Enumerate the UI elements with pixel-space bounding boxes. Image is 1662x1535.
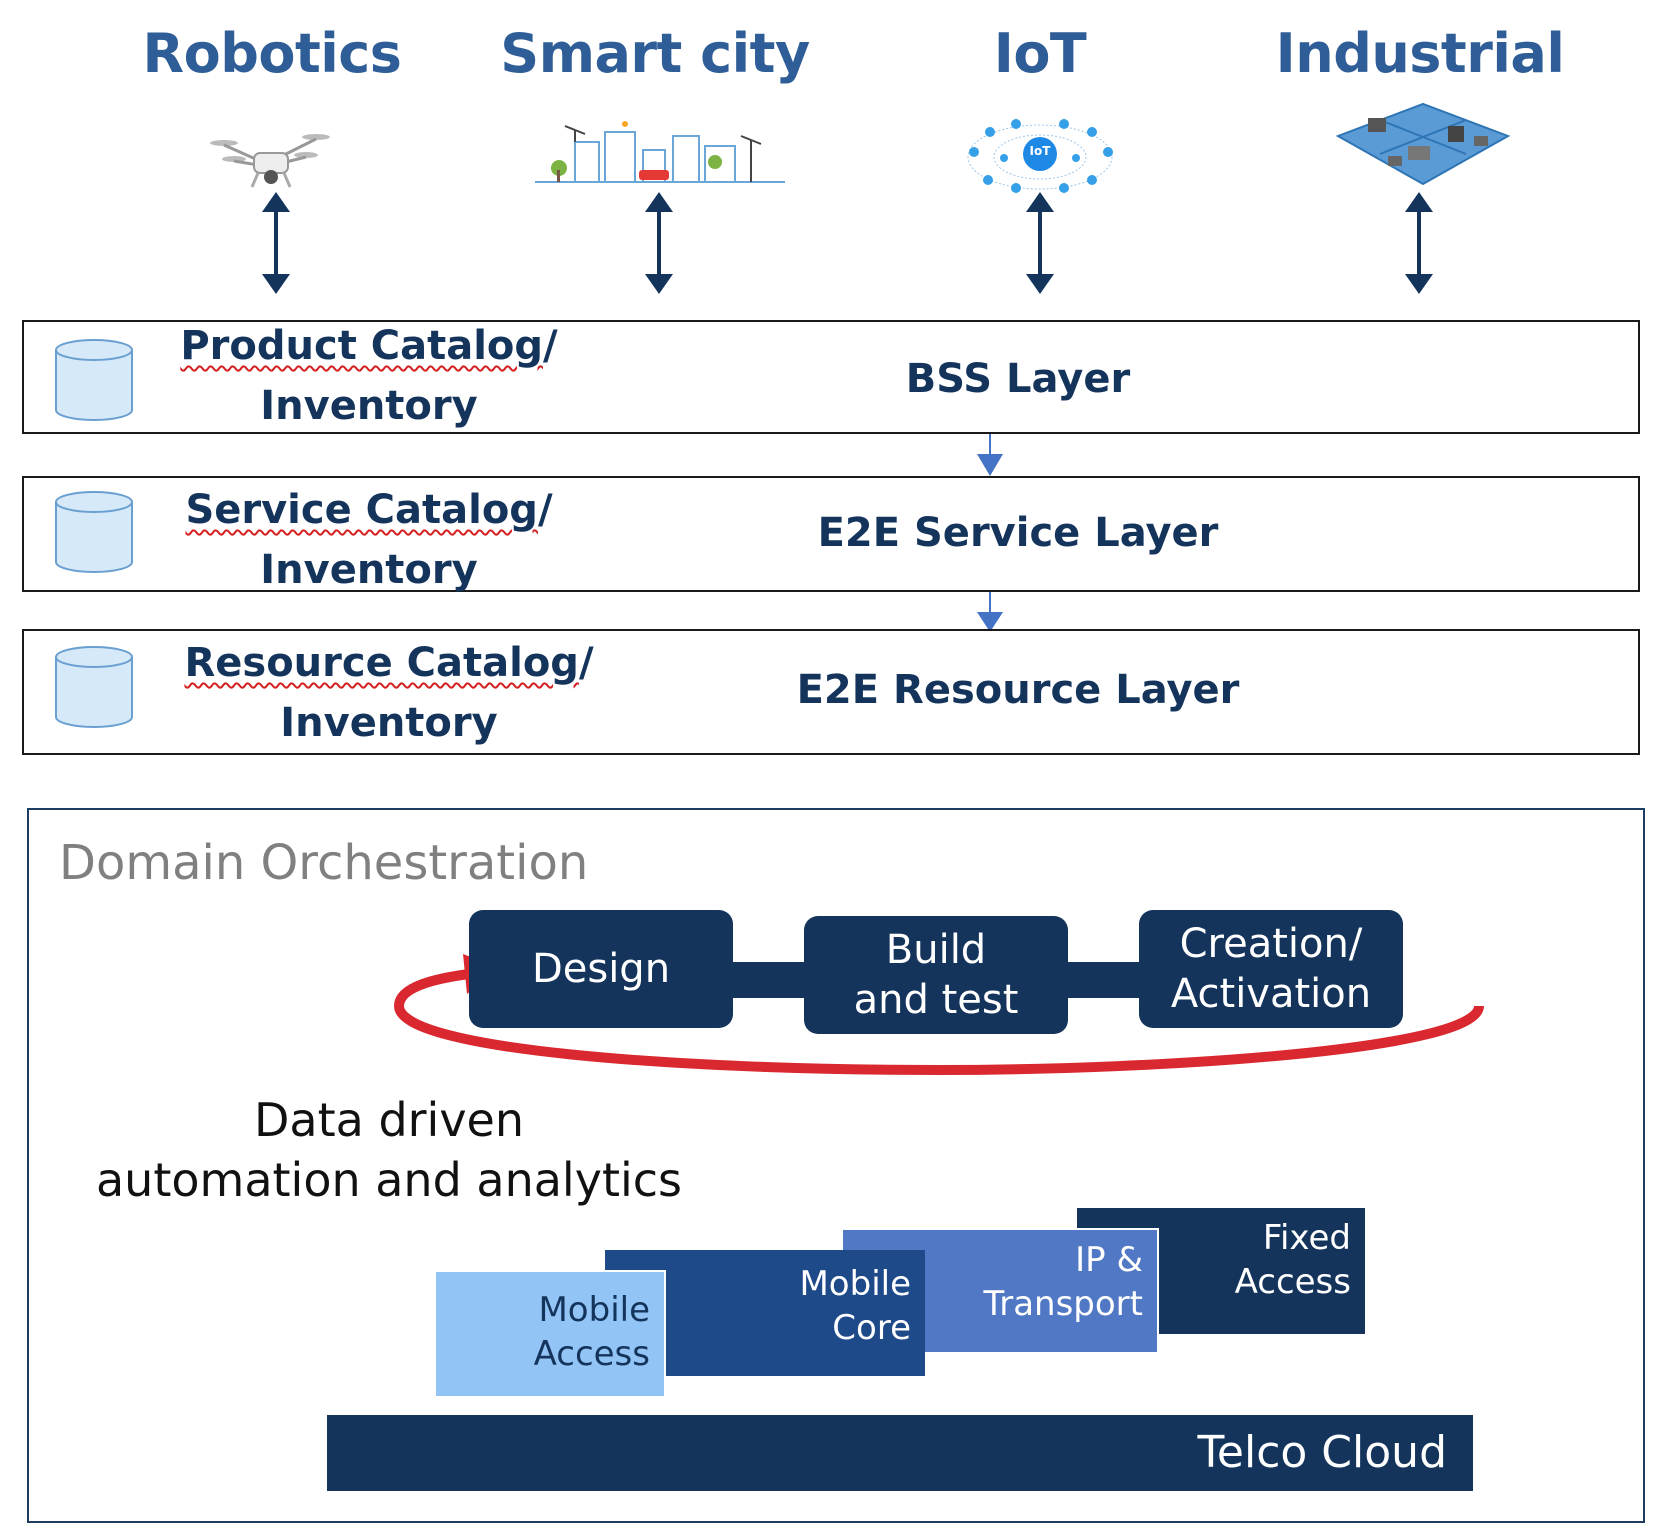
step-label-line2: Activation bbox=[1170, 971, 1372, 1017]
telco-cloud-bar: Telco Cloud bbox=[327, 1415, 1473, 1491]
database-icon bbox=[55, 339, 133, 421]
iot-network-icon: IoT bbox=[960, 118, 1120, 201]
tile-line2: Transport bbox=[983, 1284, 1143, 1324]
category-title: IoT bbox=[993, 22, 1087, 85]
category-title: Smart city bbox=[500, 22, 810, 85]
tile-line2: Access bbox=[533, 1334, 650, 1374]
tile-line1: Mobile bbox=[799, 1264, 911, 1304]
catalog-name: Service Catalog bbox=[185, 487, 538, 533]
step-label: Design bbox=[531, 946, 671, 992]
layer-name: BSS Layer bbox=[905, 356, 1131, 402]
analytics-line2: automation and analytics bbox=[95, 1153, 683, 1207]
tile-line1: Fixed bbox=[1262, 1218, 1351, 1258]
down-arrow-icon bbox=[977, 592, 1003, 632]
step-label-line1: Build bbox=[885, 927, 987, 973]
bidirectional-arrow-icon bbox=[1026, 192, 1054, 294]
e2e-service-layer-box: Service Catalog/ Inventory E2E Service L… bbox=[22, 476, 1640, 593]
layer-name: E2E Resource Layer bbox=[796, 667, 1240, 713]
bidirectional-arrow-icon bbox=[645, 192, 673, 294]
product-catalog-label: Product Catalog/ Inventory bbox=[144, 316, 594, 436]
tile-mobile-access: Mobile Access bbox=[434, 1270, 666, 1398]
tile-line1: IP & bbox=[1075, 1240, 1143, 1280]
bidirectional-arrow-icon bbox=[262, 192, 290, 294]
city-skyline-icon bbox=[535, 120, 785, 195]
tile-line1: Mobile bbox=[538, 1290, 650, 1330]
step-creation-activation: Creation/ Activation bbox=[1139, 910, 1403, 1028]
domain-title: Domain Orchestration bbox=[59, 835, 589, 891]
step-label-line1: Creation/ bbox=[1179, 921, 1363, 967]
drone-icon bbox=[210, 125, 330, 200]
bidirectional-arrow-icon bbox=[1405, 192, 1433, 294]
industrial-puzzle-icon bbox=[1328, 96, 1518, 196]
down-arrow-icon bbox=[977, 434, 1003, 476]
step-design: Design bbox=[469, 910, 733, 1028]
tile-line2: Access bbox=[1234, 1262, 1351, 1302]
catalog-name: Product Catalog bbox=[180, 323, 544, 369]
analytics-line1: Data driven bbox=[253, 1093, 525, 1147]
analytics-caption: Data driven automation and analytics bbox=[89, 1090, 689, 1210]
category-title: Industrial bbox=[1275, 22, 1565, 85]
resource-catalog-label: Resource Catalog/ Inventory bbox=[154, 633, 624, 753]
catalog-line2: Inventory bbox=[280, 700, 498, 746]
database-icon bbox=[55, 646, 133, 728]
domain-orchestration-panel: Domain Orchestration Design Build and te… bbox=[27, 808, 1645, 1523]
catalog-line2: Inventory bbox=[260, 383, 478, 429]
iot-badge: IoT bbox=[1030, 144, 1052, 158]
step-build-and-test: Build and test bbox=[804, 916, 1068, 1034]
catalog-line2: Inventory bbox=[260, 547, 478, 593]
e2e-resource-layer-box: Resource Catalog/ Inventory E2E Resource… bbox=[22, 629, 1640, 755]
step-label-line2: and test bbox=[853, 977, 1019, 1023]
service-catalog-label: Service Catalog/ Inventory bbox=[144, 480, 594, 600]
database-icon bbox=[55, 491, 133, 573]
bss-layer-box: Product Catalog/ Inventory BSS Layer bbox=[22, 320, 1640, 434]
tile-line2: Core bbox=[832, 1308, 911, 1348]
layer-name: E2E Service Layer bbox=[817, 510, 1219, 556]
catalog-name: Resource Catalog bbox=[184, 640, 579, 686]
category-title: Robotics bbox=[142, 22, 402, 85]
